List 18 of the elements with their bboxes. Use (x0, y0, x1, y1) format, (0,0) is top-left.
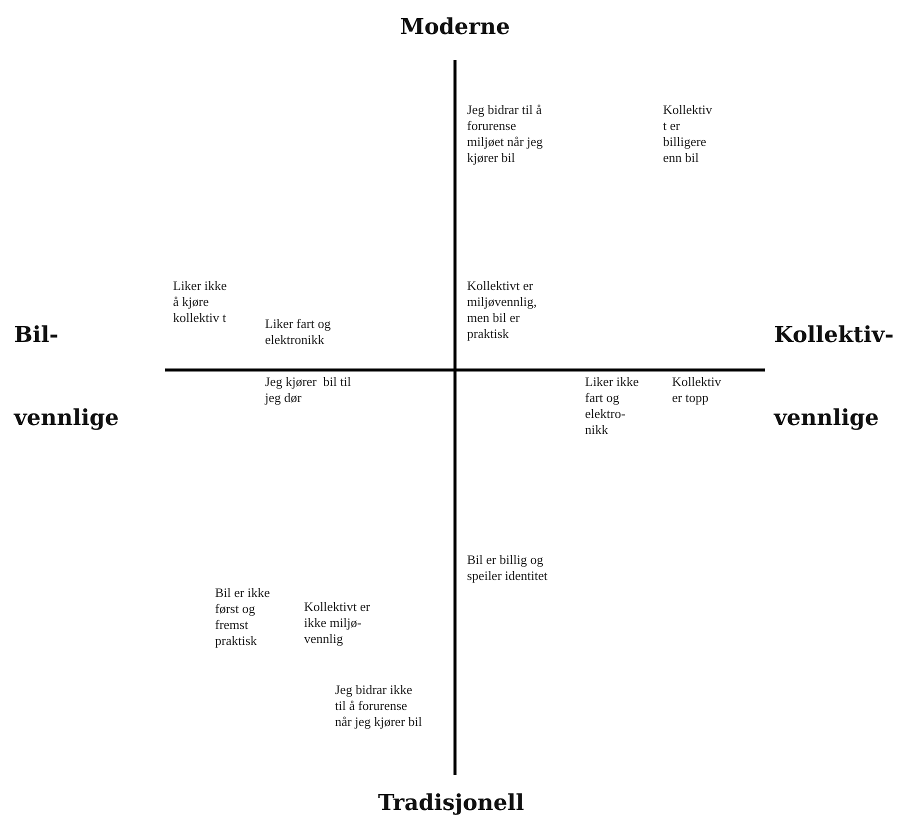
statement-text: Kollektiv t er billigere enn bil (663, 102, 714, 166)
statement-text: Liker fart og elektronikk (265, 316, 332, 348)
statement-text: Jeg bidrar ikke til å forurense når jeg kjører bil (335, 682, 423, 730)
statement-text: Jeg kjører bil til jeg dør (265, 374, 352, 406)
axis-title: Moderne (400, 14, 510, 40)
statement-text: Bil er ikke først og fremst praktisk (215, 585, 271, 649)
axis-title: vennlige (14, 405, 119, 431)
axis-title: Tradisjonell (378, 790, 524, 816)
axis-title: Kollektiv- (774, 322, 894, 348)
statement-text: Kollektivt er ikke miljø- vennlig (304, 599, 372, 647)
axis-title: Bil- (14, 322, 58, 348)
statement-text: Kollektiv er topp (672, 374, 722, 406)
statement-text: Kollektivt er miljøvennlig, men bil er praktisk (467, 278, 538, 342)
axis-title: vennlige (774, 405, 879, 431)
statement-text: Liker ikke fart og elektro- nikk (585, 374, 640, 438)
statement-text: Liker ikke å kjøre kollektiv t (173, 278, 228, 326)
statement-text: Bil er billig og speiler identitet (467, 552, 549, 584)
statement-text: Jeg bidrar til å forurense miljøet når jeg kjører bil (467, 102, 544, 166)
